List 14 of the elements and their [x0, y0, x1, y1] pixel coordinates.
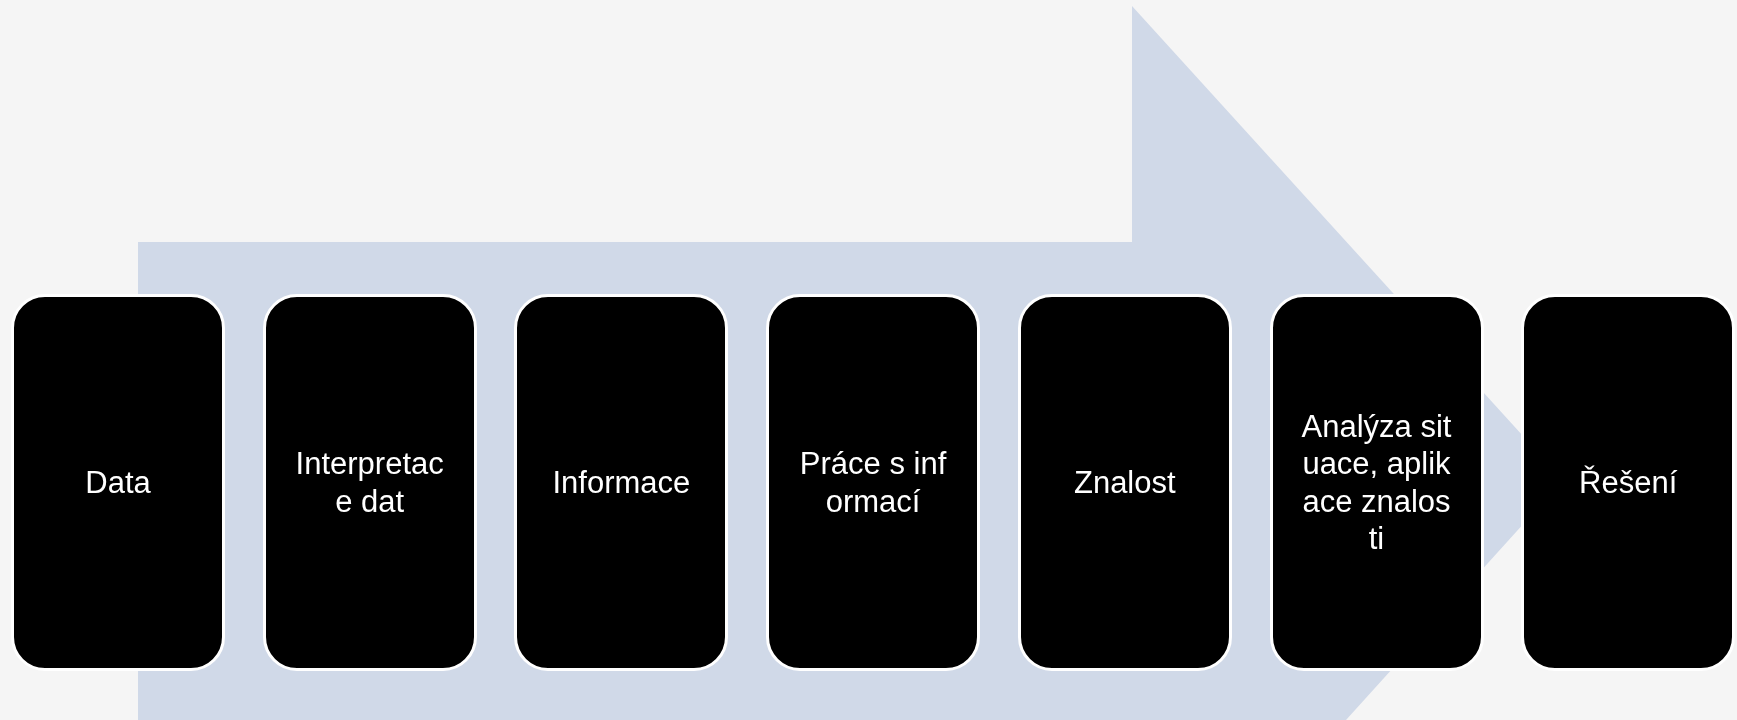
step-label: Znalost: [1073, 463, 1176, 502]
step-box: [1017, 294, 1232, 671]
step-box: [514, 294, 729, 671]
step-box: [262, 294, 477, 671]
step-label: Práce s informací: [798, 445, 948, 520]
step-box: [766, 294, 981, 671]
step-box: [11, 294, 225, 671]
step-label: Informace: [552, 463, 691, 502]
step-box: [1521, 294, 1736, 671]
step-box: [1269, 294, 1484, 671]
step-label: Analýza situace, aplikace znalosti: [1300, 408, 1453, 557]
step-label: Řešení: [1579, 463, 1678, 502]
step-label: Data: [85, 463, 151, 502]
step-label: Interpretace dat: [294, 445, 445, 520]
